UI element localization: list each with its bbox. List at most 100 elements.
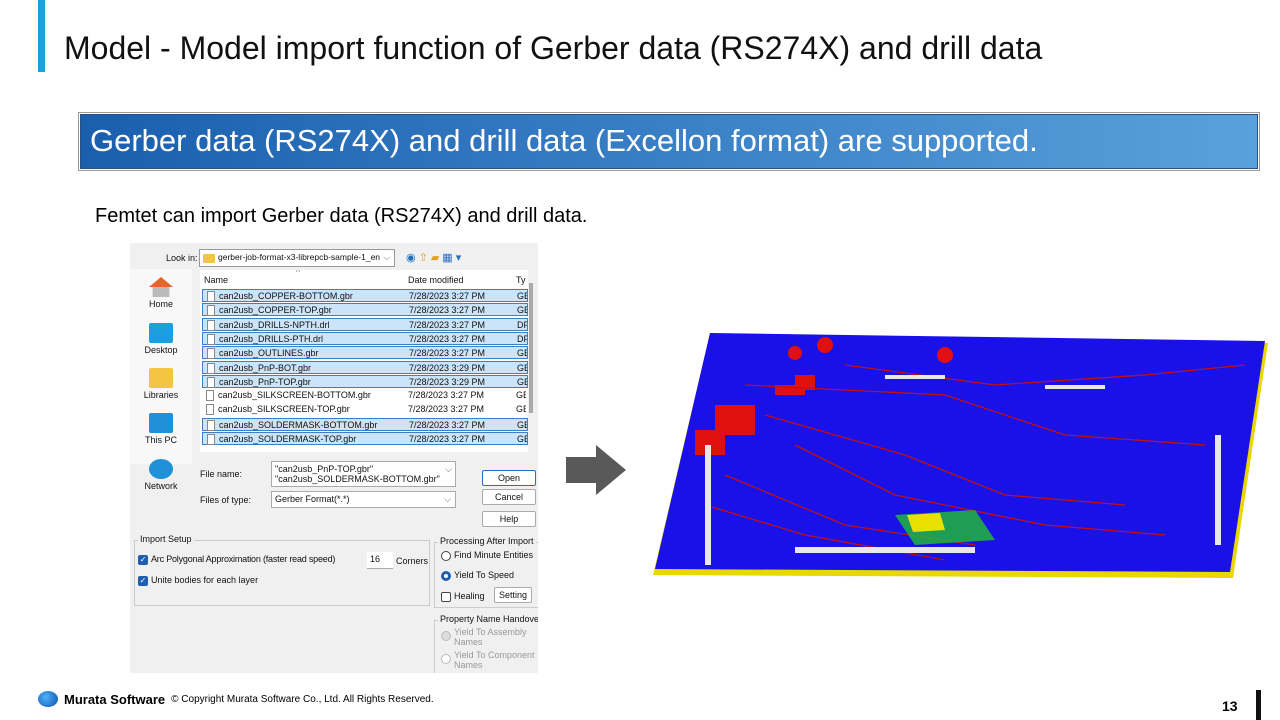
view-menu-icon[interactable]: ▦▾: [442, 252, 465, 264]
file-name: can2usb_SOLDERMASK-TOP.gbr: [219, 434, 357, 444]
place-this-pc[interactable]: This PC: [130, 413, 192, 445]
file-name: can2usb_SILKSCREEN-TOP.gbr: [218, 404, 350, 415]
slide-subtitle: Femtet can import Gerber data (RS274X) a…: [95, 205, 588, 227]
file-name-input[interactable]: "can2usb_PnP-TOP.gbr" "can2usb_SOLDERMAS…: [271, 461, 456, 487]
yield-speed-radio[interactable]: Yield To Speed: [441, 570, 514, 581]
yield-assembly-label: Yield To Assembly Names: [454, 627, 527, 647]
list-header: Name ^ Date modified Ty: [200, 270, 528, 288]
file-row[interactable]: can2usb_SILKSCREEN-TOP.gbr 7/28/2023 3:27…: [202, 403, 528, 416]
file-name: can2usb_SOLDERMASK-BOTTOM.gbr: [219, 419, 378, 430]
yield-speed-label: Yield To Speed: [454, 570, 515, 580]
checkbox-icon: [441, 591, 451, 602]
column-name[interactable]: Name: [204, 275, 229, 285]
pcb-board: [655, 333, 1265, 572]
file-type: GE: [517, 376, 527, 387]
file-icon: [207, 333, 215, 345]
unite-bodies-checkbox[interactable]: ✓Unite bodies for each layer: [138, 575, 258, 586]
column-date[interactable]: Date modified: [408, 275, 464, 285]
page-bar: [1256, 690, 1261, 720]
radio-selected-icon: [441, 570, 451, 581]
look-in-label: Look in:: [166, 253, 198, 263]
file-name: can2usb_DRILLS-PTH.drl: [219, 333, 324, 344]
place-home[interactable]: Home: [130, 277, 192, 309]
file-date: 7/28/2023 3:27 PM: [409, 419, 486, 430]
healing-label: Healing: [454, 591, 485, 601]
place-network[interactable]: Network: [130, 459, 192, 491]
list-scrollbar[interactable]: [529, 283, 533, 413]
file-icon: [207, 376, 215, 388]
file-icon: [207, 319, 215, 331]
corners-label: Corners: [396, 556, 429, 566]
file-icon: [206, 390, 214, 402]
libraries-icon: [149, 368, 173, 388]
file-date: 7/28/2023 3:29 PM: [409, 362, 486, 373]
place-label: Desktop: [144, 345, 178, 355]
unite-bodies-label: Unite bodies for each layer: [151, 575, 259, 585]
place-desktop[interactable]: Desktop: [130, 323, 192, 355]
open-button[interactable]: Open: [482, 470, 536, 486]
copyright: © Copyright Murata Software Co., Ltd. Al…: [171, 693, 434, 705]
file-date: 7/28/2023 3:27 PM: [409, 333, 486, 344]
find-minute-radio[interactable]: Find Minute Entities: [441, 550, 533, 561]
pcb-3d-model-view: [653, 333, 1268, 578]
file-type-select[interactable]: Gerber Format(*.*)⌵: [271, 491, 456, 508]
file-name: can2usb_OUTLINES.gbr: [219, 348, 319, 359]
look-in-value: gerber-job-format-x3-librepcb-sample-1_e…: [218, 252, 381, 262]
file-date: 7/28/2023 3:27 PM: [409, 319, 486, 330]
back-icon[interactable]: ◉: [406, 252, 419, 264]
up-folder-icon[interactable]: ⇧: [418, 252, 431, 264]
file-name-value: "can2usb_PnP-TOP.gbr" "can2usb_SOLDERMAS…: [275, 464, 440, 484]
home-icon: [149, 277, 173, 297]
radio-icon: [441, 550, 451, 561]
file-row[interactable]: can2usb_DRILLS-PTH.drl 7/28/2023 3:27 PM D…: [202, 331, 528, 345]
new-folder-icon[interactable]: ▰: [430, 252, 443, 264]
place-libraries[interactable]: Libraries: [130, 368, 192, 400]
look-in-select[interactable]: gerber-job-format-x3-librepcb-sample-1_e…: [199, 249, 395, 267]
file-icon: [207, 434, 215, 445]
file-type: DF: [517, 333, 527, 344]
toolbar-icons: ◉⇧▰▦▾: [406, 251, 464, 264]
place-label: Network: [144, 481, 178, 491]
file-icon: [207, 362, 215, 374]
help-button[interactable]: Help: [482, 511, 536, 527]
healing-checkbox[interactable]: Healing: [441, 591, 485, 602]
arc-approx-label: Arc Polygonal Approximation (faster read…: [151, 554, 336, 564]
desktop-icon: [149, 323, 173, 343]
setting-button[interactable]: Setting: [494, 587, 532, 603]
import-setup-group: [134, 540, 430, 606]
chevron-down-icon: ⌵: [445, 464, 452, 474]
find-minute-label: Find Minute Entities: [454, 550, 534, 560]
arc-approx-checkbox[interactable]: ✓Arc Polygonal Approximation (faster rea…: [138, 554, 335, 565]
cancel-button[interactable]: Cancel: [482, 489, 536, 505]
checkbox-checked-icon: ✓: [138, 575, 148, 586]
yield-assembly-radio[interactable]: Yield To Assembly Names: [441, 627, 538, 647]
file-list[interactable]: Name ^ Date modified Ty can2usb_COPPER-B…: [200, 270, 528, 452]
file-name: can2usb_COPPER-BOTTOM.gbr: [219, 291, 353, 301]
column-type[interactable]: Ty: [516, 275, 526, 285]
place-label: Libraries: [143, 390, 179, 400]
slide-title: Model - Model import function of Gerber …: [64, 30, 1043, 66]
folder-icon: [203, 254, 215, 263]
file-type-value: Gerber Format(*.*): [275, 494, 350, 504]
file-type: GE: [517, 434, 527, 444]
file-icon: [207, 419, 215, 431]
corners-input[interactable]: 16: [367, 552, 393, 569]
right-arrow-icon: [566, 445, 626, 495]
file-icon: [207, 348, 215, 360]
sort-up-icon: ^: [296, 270, 301, 277]
file-date: 7/28/2023 3:27 PM: [408, 404, 485, 415]
checkbox-checked-icon: ✓: [138, 554, 148, 565]
file-row[interactable]: can2usb_SOLDERMASK-BOTTOM.gbr 7/28/2023 3…: [202, 417, 528, 431]
yield-component-radio[interactable]: Yield To Component Names: [441, 650, 538, 670]
processing-title: Processing After Import: [438, 536, 536, 546]
file-type: GE: [516, 404, 526, 415]
radio-icon: [441, 654, 451, 664]
